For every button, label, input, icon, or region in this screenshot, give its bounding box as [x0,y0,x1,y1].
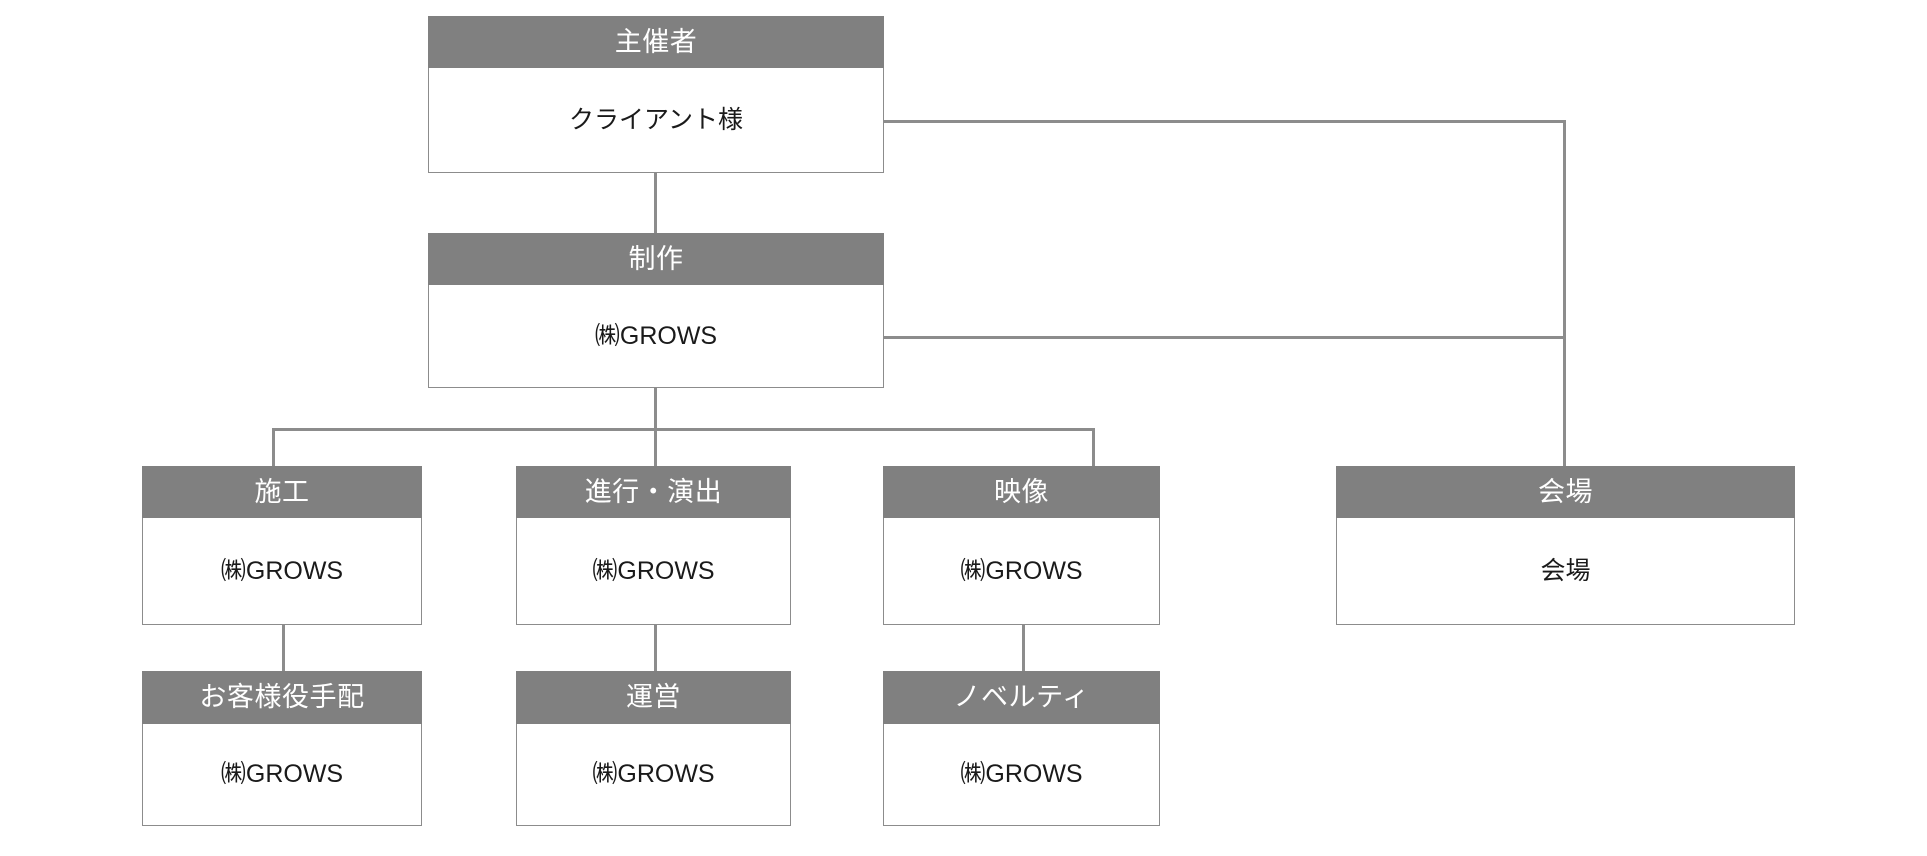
node-organizer-header: 主催者 [428,16,884,68]
connector-video-to-novelty [1022,625,1025,683]
connector-production-to-branch-bus [654,388,657,430]
connector-branch-bus [272,428,1095,431]
connector-bus-to-video [1092,428,1095,466]
node-production-header: 制作 [428,233,884,285]
node-guest-cast-header: お客様役手配 [142,671,422,724]
node-construction[interactable]: 施工 ㈱GROWS [142,466,422,625]
node-video-body: ㈱GROWS [883,518,1160,625]
connector-organizer-to-venue-horizontal [884,120,1566,123]
node-operation-body: ㈱GROWS [516,724,791,826]
node-venue-header: 会場 [1336,466,1795,518]
node-operation[interactable]: 運営 ㈱GROWS [516,671,791,826]
node-video[interactable]: 映像 ㈱GROWS [883,466,1160,625]
node-organizer[interactable]: 主催者 クライアント様 [428,16,884,173]
connector-production-to-venue-horizontal [884,336,1566,339]
node-video-header: 映像 [883,466,1160,518]
node-organizer-body: クライアント様 [428,68,884,173]
connector-progression-to-operation [654,625,657,683]
node-construction-body: ㈱GROWS [142,518,422,625]
connector-venue-trunk-vertical [1563,120,1566,466]
node-progression-header: 進行・演出 [516,466,791,518]
node-novelty-header: ノベルティ [883,671,1160,724]
node-production-body: ㈱GROWS [428,285,884,388]
connector-organizer-to-production [654,172,657,234]
connector-bus-to-construction [272,428,275,466]
connector-bus-to-progression [654,428,657,466]
node-progression-body: ㈱GROWS [516,518,791,625]
connector-construction-to-guest-cast [282,625,285,683]
node-guest-cast-body: ㈱GROWS [142,724,422,826]
node-novelty-body: ㈱GROWS [883,724,1160,826]
node-guest-cast[interactable]: お客様役手配 ㈱GROWS [142,671,422,826]
node-venue[interactable]: 会場 会場 [1336,466,1795,625]
node-operation-header: 運営 [516,671,791,724]
node-novelty[interactable]: ノベルティ ㈱GROWS [883,671,1160,826]
node-construction-header: 施工 [142,466,422,518]
node-progression[interactable]: 進行・演出 ㈱GROWS [516,466,791,625]
node-production[interactable]: 制作 ㈱GROWS [428,233,884,388]
node-venue-body: 会場 [1336,518,1795,625]
